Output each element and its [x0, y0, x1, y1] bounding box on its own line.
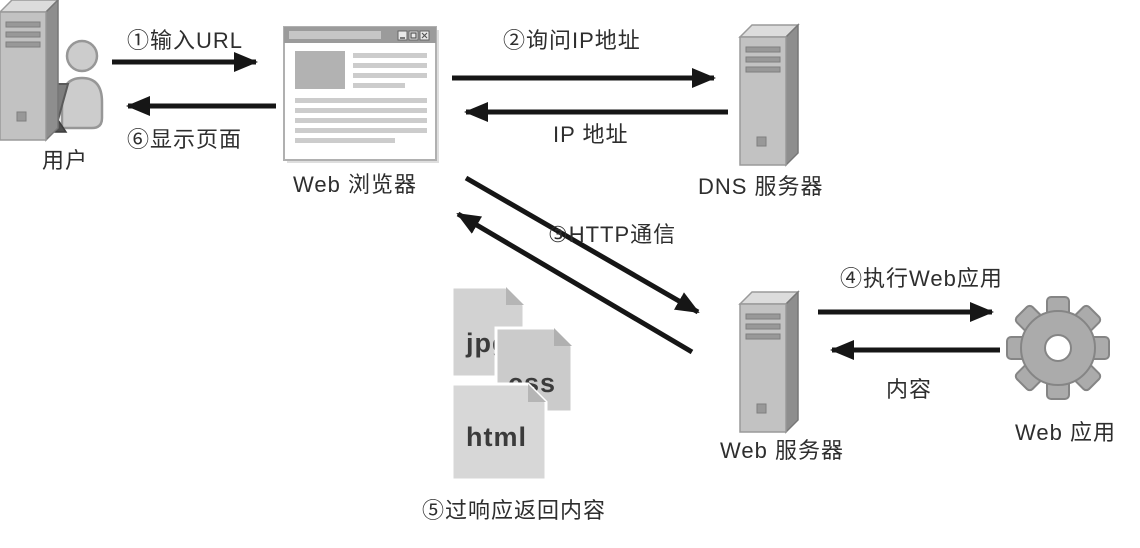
file-html-icon: html — [450, 382, 548, 482]
step6-label: ⑥显示页面 — [127, 127, 243, 152]
content-label: 内容 — [886, 377, 933, 402]
user-label: 用户 — [42, 148, 89, 173]
web-server-icon — [739, 291, 799, 433]
file-html-label: html — [466, 422, 527, 452]
web-app-label: Web 应用 — [1015, 420, 1116, 445]
web-server-label: Web 服务器 — [720, 438, 844, 463]
maximize-icon — [408, 30, 419, 41]
step2-label: ②询问IP地址 — [503, 28, 641, 53]
browser-window-icon — [283, 26, 439, 163]
step3-label: ③HTTP通信 — [548, 222, 677, 247]
dns-server-label: DNS 服务器 — [698, 174, 824, 199]
browser-image-placeholder — [295, 51, 345, 89]
files-icon: jpg css html — [450, 285, 574, 482]
arrow-http-response — [456, 211, 694, 355]
step1-label: ①输入URL — [127, 28, 244, 53]
minimize-icon — [397, 30, 408, 41]
step4-label: ④执行Web应用 — [840, 266, 1003, 291]
arrow-http-request — [464, 175, 700, 315]
dns-server-icon — [739, 24, 799, 166]
browser-label: Web 浏览器 — [293, 172, 417, 197]
step5-label: ⑤过响应返回内容 — [422, 498, 607, 523]
ip-address-label: IP 地址 — [553, 122, 629, 147]
web-app-gear-icon — [1006, 296, 1110, 400]
